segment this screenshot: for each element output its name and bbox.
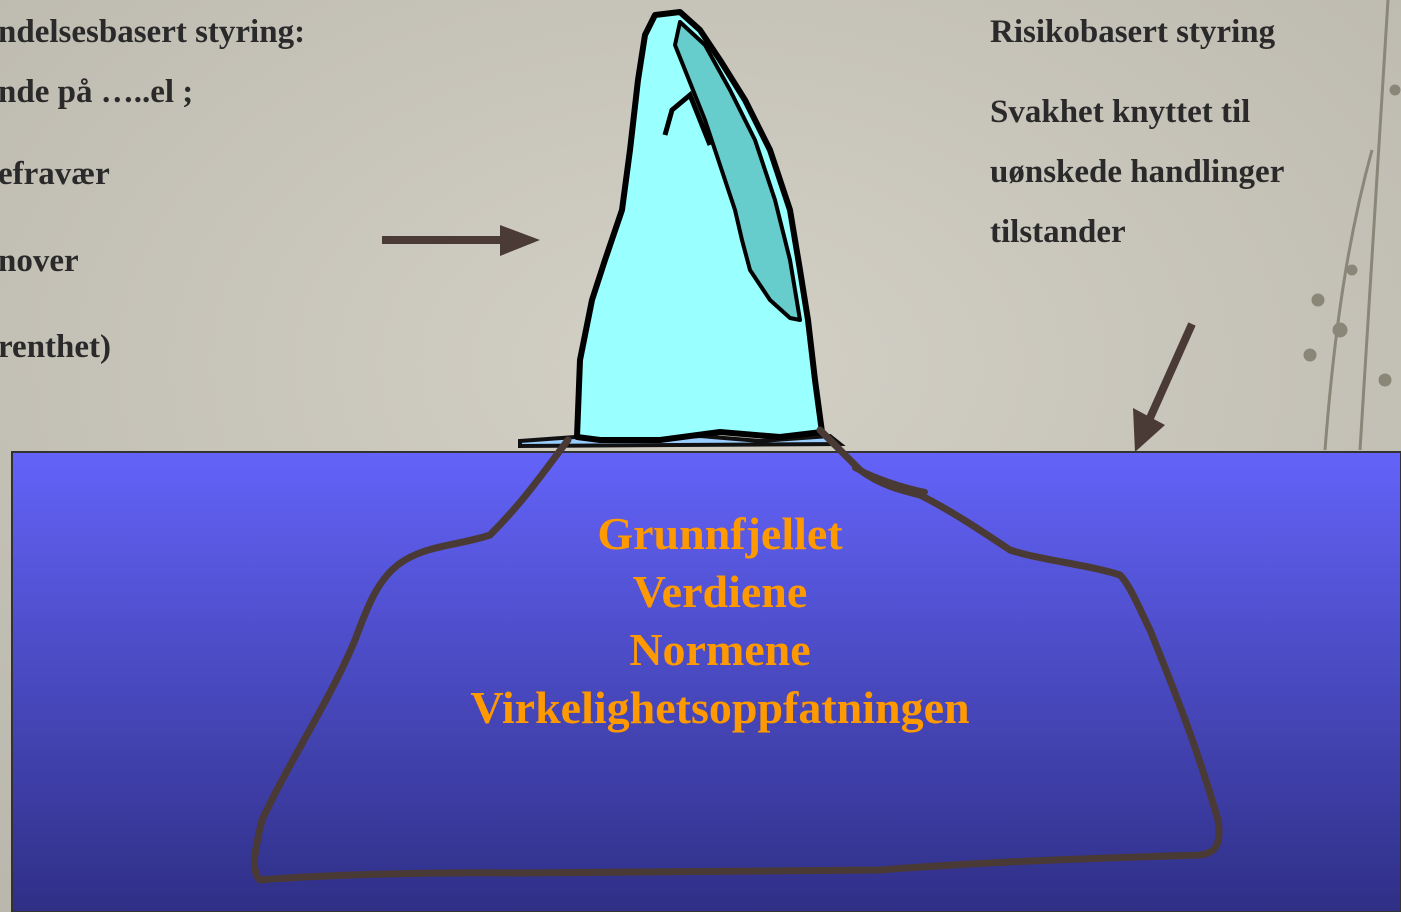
left-text-line: nde på …..el ;	[0, 74, 194, 110]
iceberg-text-line: Normene	[629, 624, 811, 675]
left-text-line: nover	[0, 243, 79, 279]
arrow-right	[382, 225, 540, 256]
right-heading: Risikobasert styring	[990, 14, 1276, 50]
iceberg-tip	[574, 9, 825, 443]
submerged-iceberg-outline	[250, 426, 1223, 884]
iceberg-text-line: Virkelighetsoppfatningen	[470, 682, 970, 733]
iceberg-text-line: Verdiene	[632, 566, 808, 617]
right-text-line: Svakhet knyttet til	[990, 94, 1251, 130]
left-text-line: renthet)	[0, 329, 112, 365]
iceberg-text-line: Grunnfjellet	[597, 508, 843, 559]
iceberg-shade	[673, 20, 802, 322]
iceberg-crack	[662, 90, 713, 146]
outline-stroke-accent	[852, 465, 928, 495]
right-text-line: uønskede handlinger	[990, 154, 1285, 190]
right-text-line: tilstander	[990, 214, 1126, 250]
arrow-down-left	[1133, 322, 1196, 452]
iceberg-text-block: Grunnfjellet Verdiene Normene Virkelighe…	[300, 505, 1140, 737]
left-text-line: ndelsesbasert styring:	[0, 14, 306, 50]
vine-decoration	[1303, 0, 1401, 451]
left-text-line: efravær	[0, 156, 110, 192]
